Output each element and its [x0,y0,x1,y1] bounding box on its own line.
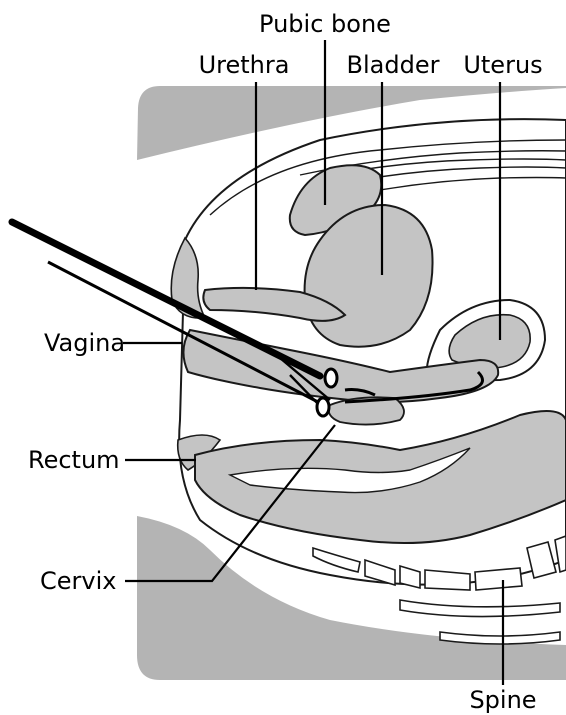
label-urethra: Urethra [199,51,290,79]
label-pubic-bone: Pubic bone [259,10,391,38]
label-bladder: Bladder [347,51,440,79]
label-vagina: Vagina [44,329,125,357]
label-uterus: Uterus [463,51,542,79]
label-rectum: Rectum [28,446,120,474]
label-cervix: Cervix [40,567,116,595]
label-spine: Spine [469,686,536,714]
